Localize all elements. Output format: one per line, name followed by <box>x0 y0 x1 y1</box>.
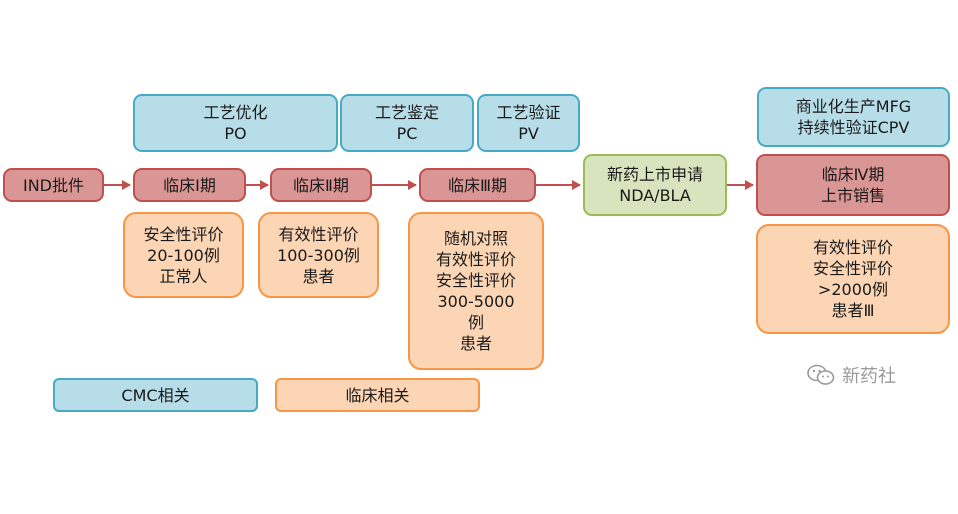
phase1-detail-3: 正常人 <box>159 266 208 286</box>
phase3-detail-5: 例 <box>467 313 484 332</box>
legend-clinical: 临床相关 <box>275 378 480 412</box>
po-label-en: PO <box>224 124 247 143</box>
pv-label-cn: 工艺验证 <box>496 103 561 122</box>
phase3-detail-2: 有效性评价 <box>435 250 516 269</box>
phase2-label: 临床Ⅱ期 <box>293 175 349 195</box>
phase3-detail-6: 患者 <box>459 334 492 353</box>
phase4-detail-4: 患者Ⅲ <box>831 301 875 320</box>
phase4-label-line1: 临床Ⅳ期 <box>821 165 885 184</box>
cmc-pv-box: 工艺验证 PV <box>477 94 580 152</box>
cpv-label-line2: 持续性验证CPV <box>797 118 910 137</box>
cmc-pc-box: 工艺鉴定 PC <box>340 94 474 152</box>
legend-cmc: CMC相关 <box>53 378 258 412</box>
phase4-detail-2: 安全性评价 <box>812 259 893 278</box>
wechat-icon <box>807 364 835 385</box>
nda-label-en: NDA/BLA <box>619 186 691 205</box>
phase2-box: 临床Ⅱ期 <box>270 168 372 202</box>
legend-clinical-label: 临床相关 <box>345 385 410 405</box>
phase2-detail-2: 100-300例 <box>277 245 360 265</box>
watermark: 新药社 <box>806 362 896 388</box>
phase1-details-box: 安全性评价 20-100例 正常人 <box>123 212 244 298</box>
cmc-po-box: 工艺优化 PO <box>133 94 338 152</box>
phase3-label: 临床Ⅲ期 <box>447 175 508 195</box>
phase1-detail-2: 20-100例 <box>147 245 220 265</box>
ind-approval-box: IND批件 <box>3 168 104 202</box>
nda-bla-box: 新药上市申请 NDA/BLA <box>583 154 727 216</box>
phase3-detail-4: 300-5000 <box>437 292 515 311</box>
legend-cmc-label: CMC相关 <box>121 385 190 405</box>
ind-label: IND批件 <box>22 175 84 195</box>
cmc-cpv-box: 商业化生产MFG 持续性验证CPV <box>757 87 950 147</box>
po-label-cn: 工艺优化 <box>203 103 268 122</box>
cpv-label-line1: 商业化生产MFG <box>795 97 912 116</box>
phase2-detail-1: 有效性评价 <box>278 224 359 244</box>
watermark-text: 新药社 <box>842 366 896 387</box>
phase1-label: 临床Ⅰ期 <box>163 175 216 195</box>
phase4-label-line2: 上市销售 <box>820 186 885 205</box>
phase4-detail-1: 有效性评价 <box>812 238 893 257</box>
phase2-detail-3: 患者 <box>302 266 335 286</box>
phase3-detail-3: 安全性评价 <box>435 271 516 290</box>
phase4-detail-3: >2000例 <box>817 280 889 299</box>
pv-label-en: PV <box>518 124 539 143</box>
nda-label-cn: 新药上市申请 <box>606 165 703 184</box>
phase3-details-box: 随机对照 有效性评价 安全性评价 300-5000 例 患者 <box>408 212 544 370</box>
phase4-details-box: 有效性评价 安全性评价 >2000例 患者Ⅲ <box>756 224 950 334</box>
pc-label-en: PC <box>396 124 418 143</box>
phase3-detail-1: 随机对照 <box>443 229 508 248</box>
phase3-box: 临床Ⅲ期 <box>419 168 536 202</box>
phase1-detail-1: 安全性评价 <box>143 224 224 244</box>
phase2-details-box: 有效性评价 100-300例 患者 <box>258 212 379 298</box>
phase1-box: 临床Ⅰ期 <box>133 168 246 202</box>
phase4-box: 临床Ⅳ期 上市销售 <box>756 154 950 216</box>
pc-label-cn: 工艺鉴定 <box>374 103 439 122</box>
